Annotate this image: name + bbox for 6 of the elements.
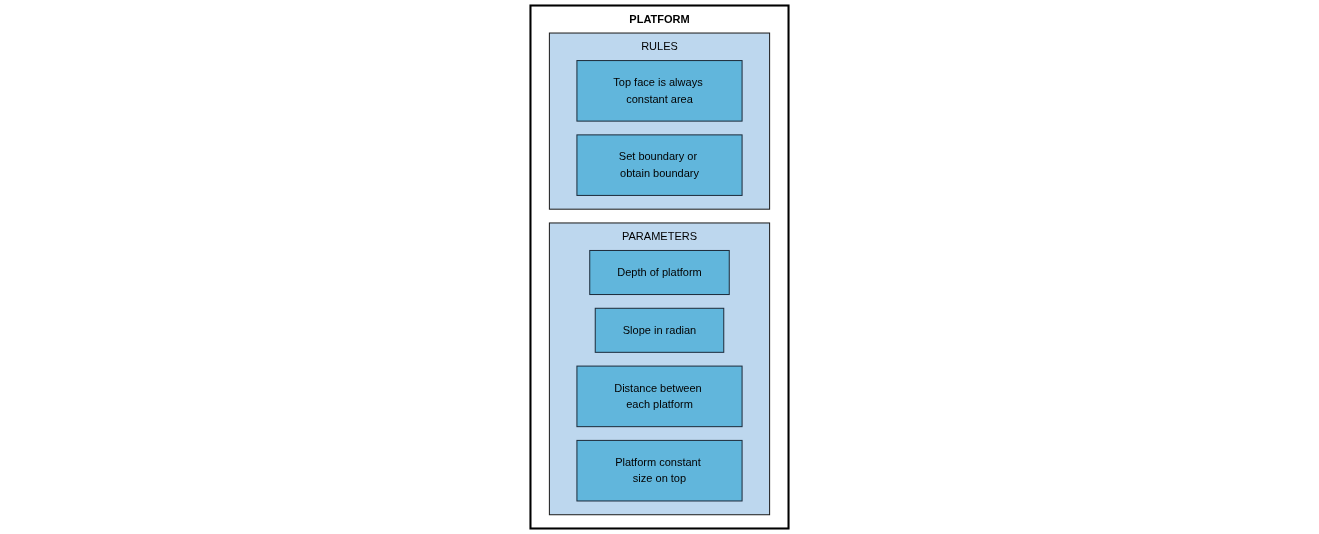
node-box: Set boundary or obtain boundary bbox=[576, 134, 743, 196]
node-box: Slope in radian bbox=[594, 307, 725, 353]
node-box: Platform constant size on top bbox=[576, 439, 743, 502]
node-box: Distance between each platform bbox=[576, 365, 743, 428]
node-box: Top face is always constant area bbox=[576, 60, 743, 122]
node-box: Depth of platform bbox=[589, 249, 730, 296]
